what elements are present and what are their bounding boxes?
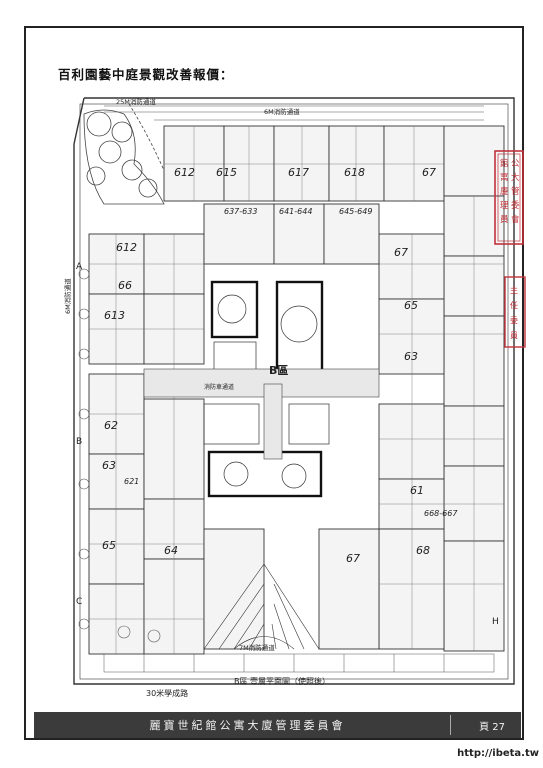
unit-label: 618 (344, 166, 365, 179)
chairman-seal: 主任 委員 (504, 276, 526, 348)
svg-text:委: 委 (511, 200, 520, 211)
road-label-top: 6M消防通道 (264, 107, 300, 116)
unit-label: 615 (216, 166, 237, 179)
axis-mark: B (76, 437, 82, 447)
svg-text:員: 員 (500, 215, 509, 225)
center-corridor-label: 消防車通道 (204, 383, 234, 391)
svg-text:員: 員 (510, 331, 518, 340)
unit-label: 617 (288, 166, 309, 179)
unit-label: 641-644 (279, 207, 312, 216)
unit-label: 67 (422, 166, 436, 179)
unit-label: 63 (102, 459, 116, 472)
axis-mark: A (76, 262, 83, 272)
watermark-text: http://ibeta.tw (457, 748, 539, 759)
unit-label: 62 (104, 419, 118, 432)
garden-area (83, 103, 175, 205)
document-footer: 麗寶世紀館公寓大廈管理委員會 頁 27 (34, 712, 521, 738)
unit-label: 668-667 (424, 509, 458, 518)
svg-text:公: 公 (511, 159, 520, 169)
floor-plan-drawing: 612 615 617 618 67 637-633 641-644 645-6… (63, 97, 515, 698)
unit-label: 68 (416, 544, 430, 557)
center-zone-label: B區 (269, 364, 288, 377)
svg-text:寓: 寓 (500, 172, 509, 183)
svg-text:會: 會 (511, 214, 520, 225)
unit-label: 61 (410, 484, 424, 497)
svg-text:管: 管 (511, 186, 520, 197)
svg-text:委: 委 (510, 315, 518, 325)
axis-mark: C (76, 597, 82, 607)
unit-label: 65 (102, 539, 116, 552)
unit-label: 637-633 (224, 207, 257, 216)
unit-label: 64 (164, 544, 178, 557)
page-border (24, 26, 524, 740)
unit-label: 65 (404, 299, 418, 312)
unit-label: 612 (174, 166, 195, 179)
walkway-label: 7M消防通道 (239, 643, 275, 652)
plan-caption: B區 壹層平面圖（使照後） (234, 676, 330, 686)
unit-label: 63 (404, 350, 418, 363)
svg-text:大: 大 (511, 172, 520, 183)
unit-label: 66 (118, 279, 132, 292)
unit-label: 613 (104, 309, 125, 322)
document-title: 百利園藝中庭景觀改善報價： (58, 67, 234, 82)
svg-text:廈: 廈 (500, 186, 509, 197)
unit-label: 645-649 (339, 207, 372, 216)
unit-label: 621 (124, 477, 139, 486)
page-number: 頁 27 (479, 722, 505, 733)
unit-label: 67 (394, 246, 408, 259)
svg-text:任: 任 (510, 300, 518, 310)
svg-text:主: 主 (510, 285, 518, 295)
svg-text:理: 理 (500, 201, 509, 211)
unit-label: 612 (116, 241, 137, 254)
footer-divider (450, 715, 451, 735)
footer-title: 麗寶世紀館公寓大廈管理委員會 (149, 719, 346, 732)
road-label-bottom: 30米學成路 (146, 688, 188, 698)
unit-label: 67 (346, 552, 360, 565)
svg-text:館: 館 (500, 158, 509, 169)
committee-seal: 館公 寓大 廈管 理委 員會 (494, 150, 524, 245)
axis-mark: H (492, 617, 499, 627)
road-label-left: 6M消防通道 (63, 278, 72, 314)
road-label-top-left: 25M消防通道 (116, 97, 156, 106)
